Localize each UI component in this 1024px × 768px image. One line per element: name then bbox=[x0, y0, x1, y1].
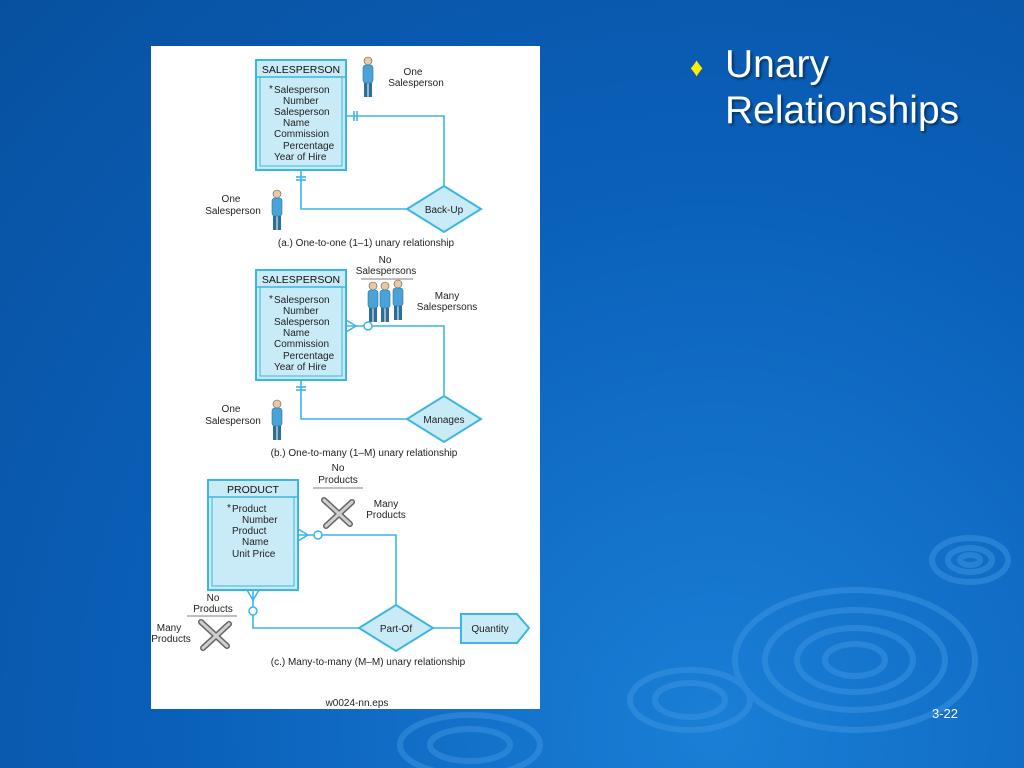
section-c-many-to-many: PRODUCT * Product Number Product Name Un… bbox=[151, 463, 531, 668]
cardinality-label: No bbox=[207, 593, 220, 604]
svg-text:Back-Up: Back-Up bbox=[425, 205, 464, 216]
entity-salesperson-b: SALESPERSON * Salesperson Number Salespe… bbox=[255, 269, 347, 381]
person-icon bbox=[392, 279, 404, 321]
cardinality-label: Many bbox=[435, 291, 459, 302]
person-icon bbox=[367, 281, 379, 323]
attr-line: Salesperson bbox=[274, 295, 330, 306]
entity-title: SALESPERSON bbox=[262, 274, 340, 286]
svg-text:Quantity: Quantity bbox=[471, 624, 508, 635]
cardinality-label: Salesperson bbox=[205, 206, 261, 217]
tools-icon bbox=[324, 500, 352, 526]
tools-icon bbox=[201, 622, 229, 648]
pk-marker: * bbox=[227, 503, 231, 514]
relationship-line bbox=[346, 115, 445, 186]
figure-caption: (b.) One-to-many (1–M) unary relationshi… bbox=[271, 448, 458, 459]
attr-line: Salesperson bbox=[274, 107, 330, 118]
cardinality-label: No bbox=[379, 255, 392, 266]
entity-product: PRODUCT * Product Number Product Name Un… bbox=[207, 479, 299, 591]
person-icon bbox=[271, 399, 283, 441]
attr-line: Year of Hire bbox=[274, 362, 327, 373]
relationship-part-of: Part-Of bbox=[357, 603, 435, 653]
attr-line: Number bbox=[283, 306, 319, 317]
relationship-line bbox=[300, 380, 409, 420]
cardinality-label: Products bbox=[193, 604, 232, 615]
figure-caption: (a.) One-to-one (1–1) unary relationship bbox=[278, 238, 455, 249]
cardinality-label: One bbox=[404, 67, 423, 78]
attr-line: Year of Hire bbox=[274, 152, 327, 163]
entity-title: PRODUCT bbox=[227, 484, 280, 496]
attr-line: Unit Price bbox=[232, 549, 276, 560]
relationship-line bbox=[300, 170, 409, 210]
relationship-back-up: Back-Up bbox=[405, 184, 483, 234]
attr-line: Percentage bbox=[283, 141, 335, 152]
attr-line: Commission bbox=[274, 339, 329, 350]
cardinality-label: No bbox=[332, 463, 345, 474]
file-label: w0024-nn.eps bbox=[325, 698, 389, 709]
attr-line: Number bbox=[242, 515, 278, 526]
entity-title: SALESPERSON bbox=[262, 64, 340, 76]
person-icon bbox=[379, 281, 391, 323]
attr-line: Product bbox=[232, 504, 267, 515]
attr-line: Name bbox=[283, 328, 310, 339]
cardinality-label: Products bbox=[151, 634, 190, 645]
attr-line: Percentage bbox=[283, 351, 335, 362]
relationship-line bbox=[298, 534, 397, 605]
relationship-line bbox=[252, 590, 359, 629]
attr-line: Commission bbox=[274, 129, 329, 140]
svg-text:Part-Of: Part-Of bbox=[380, 624, 412, 635]
person-icon bbox=[362, 56, 374, 98]
cardinality-label: Salespersons bbox=[356, 266, 417, 277]
svg-text:Manages: Manages bbox=[423, 415, 464, 426]
er-diagram: SALESPERSON * Salesperson Number Salespe… bbox=[151, 56, 531, 709]
bullet-text: Unary Relationships bbox=[725, 43, 960, 132]
cardinality-label: Salesperson bbox=[205, 416, 261, 427]
attr-line: Salesperson bbox=[274, 85, 330, 96]
cardinality-label: One bbox=[222, 404, 241, 415]
section-b-one-to-many: SALESPERSON * Salesperson Number Salespe… bbox=[205, 255, 483, 459]
cardinality-label: One bbox=[222, 194, 241, 205]
cardinality-label: Salesperson bbox=[388, 78, 444, 89]
cardinality-label: Salespersons bbox=[417, 302, 478, 313]
pk-marker: * bbox=[269, 84, 273, 95]
attr-line: Name bbox=[283, 118, 310, 129]
cardinality-label: Products bbox=[318, 475, 357, 486]
attr-line: Number bbox=[283, 96, 319, 107]
pk-marker: * bbox=[269, 294, 273, 305]
unary-relationships-figure: SALESPERSON * Salesperson Number Salespe… bbox=[151, 46, 540, 709]
entity-salesperson-a: SALESPERSON * Salesperson Number Salespe… bbox=[255, 59, 347, 171]
diamond-bullet-icon: ♦ bbox=[690, 52, 704, 82]
cardinality-label: Many bbox=[374, 499, 398, 510]
section-a-one-to-one: SALESPERSON * Salesperson Number Salespe… bbox=[205, 56, 483, 249]
person-icon bbox=[271, 189, 283, 231]
attr-line: Name bbox=[242, 537, 269, 548]
attribute-quantity: Quantity bbox=[460, 613, 531, 644]
figure-caption: (c.) Many-to-many (M–M) unary relationsh… bbox=[271, 657, 466, 668]
relationship-manages: Manages bbox=[405, 394, 483, 444]
attr-line: Product bbox=[232, 526, 267, 537]
attr-line: Salesperson bbox=[274, 317, 330, 328]
slide-page-number: 3-22 bbox=[932, 706, 959, 721]
cardinality-label: Many bbox=[157, 623, 181, 634]
cardinality-label: Products bbox=[366, 510, 405, 521]
relationship-line bbox=[346, 325, 445, 396]
